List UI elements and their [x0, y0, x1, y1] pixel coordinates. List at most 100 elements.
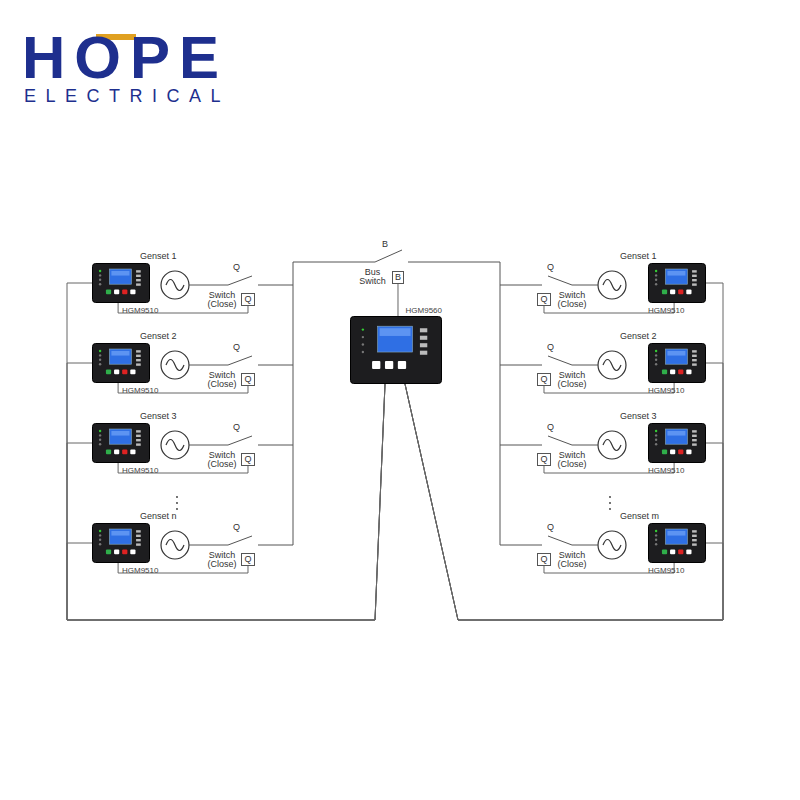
controller-button	[670, 369, 675, 374]
controller-screen	[665, 429, 687, 444]
controller-icon	[92, 263, 150, 303]
side-key	[692, 270, 697, 272]
control-wire	[405, 384, 723, 620]
controller-button	[130, 549, 135, 554]
wire	[258, 545, 293, 546]
controller-screen	[378, 326, 413, 352]
generator-symbol	[161, 271, 189, 299]
controller-button	[114, 289, 119, 294]
sine-wave	[603, 440, 621, 451]
controller-button	[114, 449, 119, 454]
generator-symbol	[161, 531, 189, 559]
diagram-label: Switch (Close)	[203, 291, 241, 309]
controller-icon	[648, 343, 706, 383]
controller-screen	[665, 529, 687, 544]
switch-blade	[228, 356, 252, 365]
diagram-label: Q	[547, 263, 554, 272]
switch-blade	[228, 536, 252, 545]
genset-controller: HGM9510	[648, 523, 706, 576]
side-key	[136, 283, 141, 285]
side-key	[420, 328, 427, 332]
status-led	[99, 430, 101, 432]
wire	[500, 445, 542, 446]
control-wire	[67, 384, 385, 620]
controller-screen	[109, 349, 131, 364]
ellipsis-dot	[176, 496, 178, 498]
status-led	[362, 328, 364, 330]
ellipsis-dot	[609, 502, 611, 504]
status-led	[655, 274, 657, 276]
side-key	[692, 439, 697, 441]
controller-button	[670, 549, 675, 554]
controller-body	[649, 264, 706, 303]
diagram-label: Switch (Close)	[203, 551, 241, 569]
switch-blade	[228, 276, 252, 285]
status-led	[99, 354, 101, 356]
switch-box: Q	[241, 373, 254, 386]
controller-button	[114, 549, 119, 554]
diagram-label: Genset 3	[620, 412, 657, 421]
controller-body	[649, 424, 706, 463]
screen-glare	[111, 531, 129, 536]
wire	[572, 285, 598, 286]
controller-button	[106, 449, 111, 454]
switch-blade	[548, 536, 572, 545]
status-led	[655, 443, 657, 445]
controller-button	[686, 289, 691, 294]
side-key	[136, 279, 141, 281]
controller-button	[122, 369, 127, 374]
side-key	[136, 363, 141, 365]
status-led	[99, 350, 101, 352]
status-led	[655, 279, 657, 281]
status-led	[362, 351, 364, 353]
side-key	[136, 543, 141, 545]
controller-button	[686, 369, 691, 374]
wire	[572, 545, 598, 546]
controller-body	[649, 524, 706, 563]
diagram-label: Q	[547, 423, 554, 432]
switch-letter: Q	[540, 374, 547, 385]
bus-line	[408, 262, 500, 263]
diagram-label: Genset 1	[140, 252, 177, 261]
diagram-label: Switch (Close)	[203, 371, 241, 389]
controller-button	[398, 361, 406, 369]
controller-button	[670, 289, 675, 294]
bus-switch-blade	[375, 250, 402, 262]
switch-blade	[548, 356, 572, 365]
controller-button	[670, 449, 675, 454]
switch-box: Q	[537, 373, 550, 386]
sine-wave	[166, 360, 184, 371]
diagram-label: B	[382, 240, 388, 249]
bus-line	[293, 262, 294, 545]
generator-symbol	[161, 351, 189, 379]
side-key	[420, 336, 427, 340]
ellipsis-dot	[176, 508, 178, 510]
generator-symbol	[598, 271, 626, 299]
diagram-label: Q	[233, 263, 240, 272]
controller-button	[662, 289, 667, 294]
diagram-label: Genset 2	[620, 332, 657, 341]
controller-model: HGM9510	[648, 386, 706, 396]
wire	[500, 365, 542, 366]
status-led	[99, 443, 101, 445]
status-led	[362, 343, 364, 345]
switch-box: Q	[241, 293, 254, 306]
diagram-label: Q	[233, 523, 240, 532]
side-key	[136, 539, 141, 541]
controller-button	[122, 289, 127, 294]
status-led	[99, 283, 101, 285]
side-key	[136, 359, 141, 361]
switch-box: Q	[241, 453, 254, 466]
switch-letter: Q	[244, 454, 251, 465]
status-led	[99, 270, 101, 272]
controller-model: HGM9510	[648, 566, 706, 576]
side-key	[136, 530, 141, 532]
wire	[258, 365, 293, 366]
ellipsis-dot	[609, 496, 611, 498]
side-key	[692, 359, 697, 361]
status-led	[655, 534, 657, 536]
status-led	[99, 274, 101, 276]
status-led	[655, 434, 657, 436]
controller-body	[93, 424, 150, 463]
control-wire	[67, 384, 385, 620]
